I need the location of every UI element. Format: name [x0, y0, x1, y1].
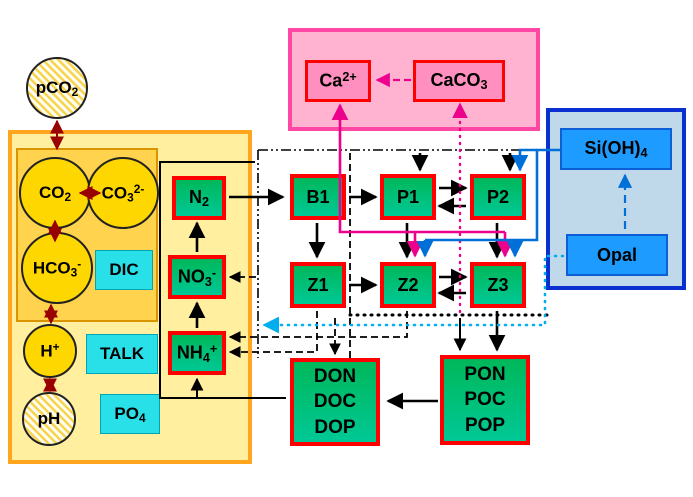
b1-label: B1 [306, 186, 330, 207]
arrow-silicate-p2 [511, 148, 537, 172]
nh4-box: NH4+ [168, 331, 226, 375]
pco2-label: pCO2 [35, 77, 79, 99]
b1-box: B1 [290, 174, 346, 220]
no3-label: NO3- [177, 265, 217, 289]
pco2-node: pCO2 [26, 57, 88, 119]
doc-label: DOC [313, 391, 357, 413]
n2-label: N2 [188, 186, 209, 210]
arrow-z2-nh4 [228, 311, 408, 343]
z3-box: Z3 [470, 262, 526, 308]
talk-label: TALK [99, 344, 145, 363]
poc-label: POC [464, 389, 506, 411]
z2-label: Z2 [397, 274, 419, 295]
ca-box: Ca2+ [305, 60, 371, 102]
dop-label: DOP [314, 416, 356, 438]
hco3-label: HCO3- [32, 256, 82, 280]
sioh4-label: Si(OH)4 [584, 137, 648, 161]
don-label: DON [313, 365, 357, 387]
co2-node: CO2 [19, 157, 91, 229]
talk-box: TALK [86, 334, 158, 374]
po4-box: PO4 [100, 394, 160, 434]
z3-label: Z3 [487, 274, 509, 295]
p1-label: P1 [396, 186, 420, 207]
h-ion-node: H+ [23, 324, 77, 378]
p2-label: P2 [486, 186, 510, 207]
ph-label: pH [37, 409, 61, 428]
co3-label: CO32- [101, 181, 145, 205]
ph-node: pH [22, 392, 76, 446]
p1-box: P1 [380, 174, 436, 220]
z1-label: Z1 [307, 274, 329, 295]
pon-label: PON [464, 363, 506, 385]
z1-box: Z1 [290, 262, 346, 308]
p2-box: P2 [470, 174, 526, 220]
pop-label: POP [464, 414, 506, 436]
dic-label: DIC [109, 260, 139, 279]
caco3-label: CaCO3 [430, 69, 488, 93]
h-ion-label: H+ [40, 340, 60, 361]
po4-label: PO4 [114, 403, 146, 425]
hco3-node: HCO3- [21, 232, 93, 304]
opal-label: Opal [596, 244, 637, 265]
particulate-organic-box: PON POC POP [440, 355, 530, 445]
dissolved-organic-box: DON DOC DOP [290, 358, 380, 446]
co3-node: CO32- [87, 157, 159, 229]
co2-label: CO2 [38, 182, 72, 204]
sioh4-box: Si(OH)4 [560, 128, 672, 170]
ca-label: Ca2+ [319, 70, 357, 91]
opal-box: Opal [566, 234, 668, 276]
n2-box: N2 [172, 176, 226, 220]
dic-box: DIC [95, 250, 153, 290]
caco3-box: CaCO3 [413, 60, 505, 102]
nh4-label: NH4+ [176, 341, 218, 365]
no3-box: NO3- [168, 255, 226, 299]
z2-box: Z2 [380, 262, 436, 308]
